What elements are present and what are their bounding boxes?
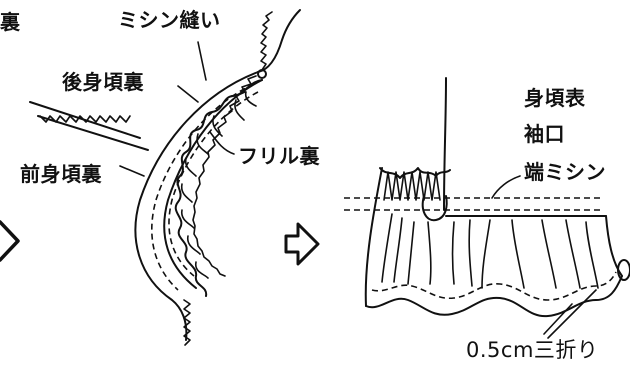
sleeve-right-edge (606, 216, 622, 276)
label-triple-fold: 0.5cm三折り (466, 340, 598, 361)
label-front-body-reverse: 前身頃裏 (20, 164, 102, 184)
right-outline-arrow-icon (286, 224, 318, 264)
sleeve-top-gather (380, 168, 450, 178)
cuff-hem-illustration (344, 78, 630, 338)
leader-machine-stitch (198, 42, 206, 80)
gather-zigzag (384, 172, 440, 200)
body-side-line (444, 78, 446, 210)
sleeve-left-edge (366, 168, 382, 306)
label-body-front: 身頃表 (524, 88, 586, 108)
rolled-hem-end (618, 260, 630, 280)
leader-edge-stitch (492, 176, 520, 198)
sleeve-pleats (382, 214, 598, 288)
back-body-zigzag (261, 12, 272, 70)
frill-pleats (182, 92, 256, 278)
label-edge-stitch: 端ミシン (524, 162, 606, 182)
label-cuff: 袖口 (524, 124, 565, 144)
label-frill-reverse: フリル裏 (238, 146, 320, 166)
leader-back-body (178, 86, 198, 102)
label-machine-stitch: ミシン縫い (118, 10, 221, 30)
label-back-body-reverse: 後身頃裏 (62, 72, 144, 92)
right-chevron-arrow-icon (0, 222, 18, 260)
hem-wavy-edge (366, 276, 622, 316)
leader-front-body (120, 166, 144, 176)
label-reverse-cut: 裏 (0, 12, 21, 32)
